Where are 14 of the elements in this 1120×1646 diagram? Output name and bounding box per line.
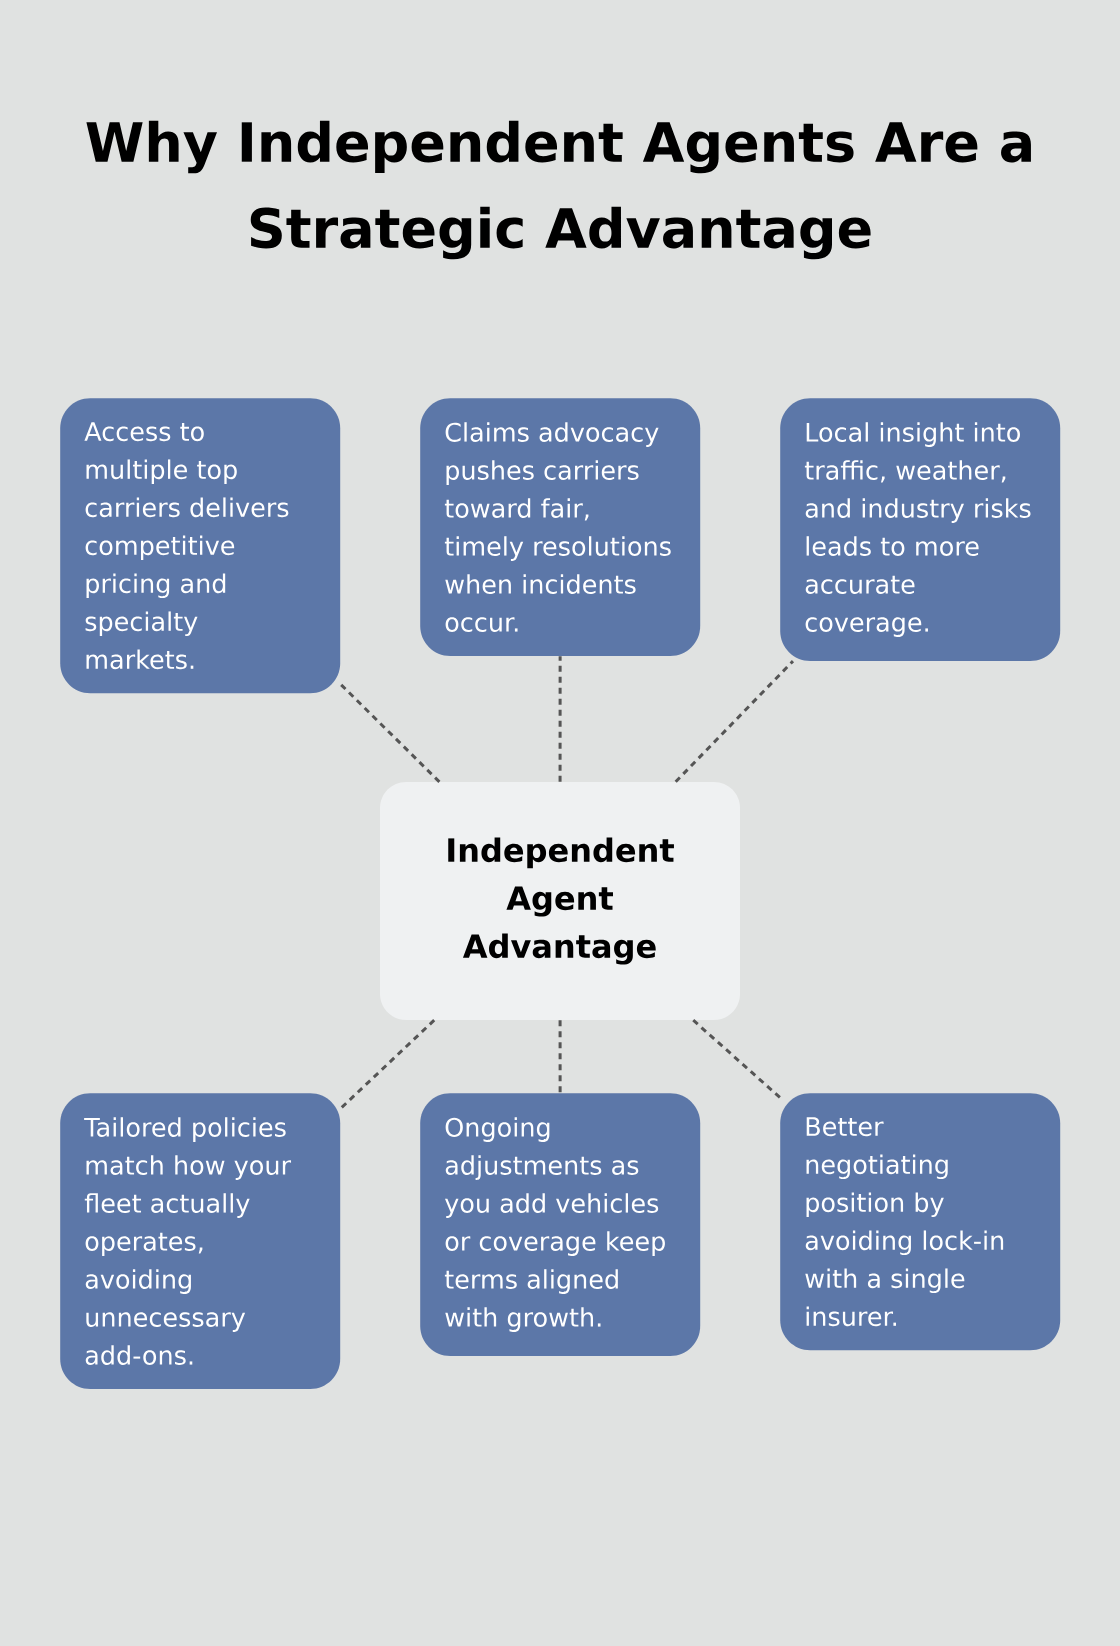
benefit-box: Local insight into traffic, weather, and industry risks leads to more accurate coverage. bbox=[780, 398, 1061, 661]
connector-line bbox=[692, 1019, 781, 1099]
center-box: Independent Agent Advantage bbox=[380, 782, 740, 1020]
title: Why Independent Agents Are a Strategic Advantage bbox=[86, 120, 1031, 260]
benefit-box: Better negotiating position by avoiding lock-in with a single insurer. bbox=[780, 1093, 1061, 1351]
benefit-box: Ongoing adjustments as you add vehicles or coverage keep terms aligned with growth. bbox=[420, 1093, 701, 1356]
connector-line bbox=[558, 1020, 562, 1093]
benefit-box: Access to multiple top carriers delivers competitive pricing and specialty markets. bbox=[60, 398, 341, 694]
connector-line bbox=[339, 682, 441, 783]
benefit-box: Claims advocacy pushes carriers toward fair, timely resolutions when incidents occur. bbox=[420, 398, 701, 656]
benefit-box: Tailored policies match how your fleet actually operates, avoiding unnecessary add-ons. bbox=[60, 1093, 341, 1389]
connector-line bbox=[674, 660, 795, 783]
connector-line bbox=[339, 1019, 436, 1110]
connector-line bbox=[558, 656, 562, 782]
